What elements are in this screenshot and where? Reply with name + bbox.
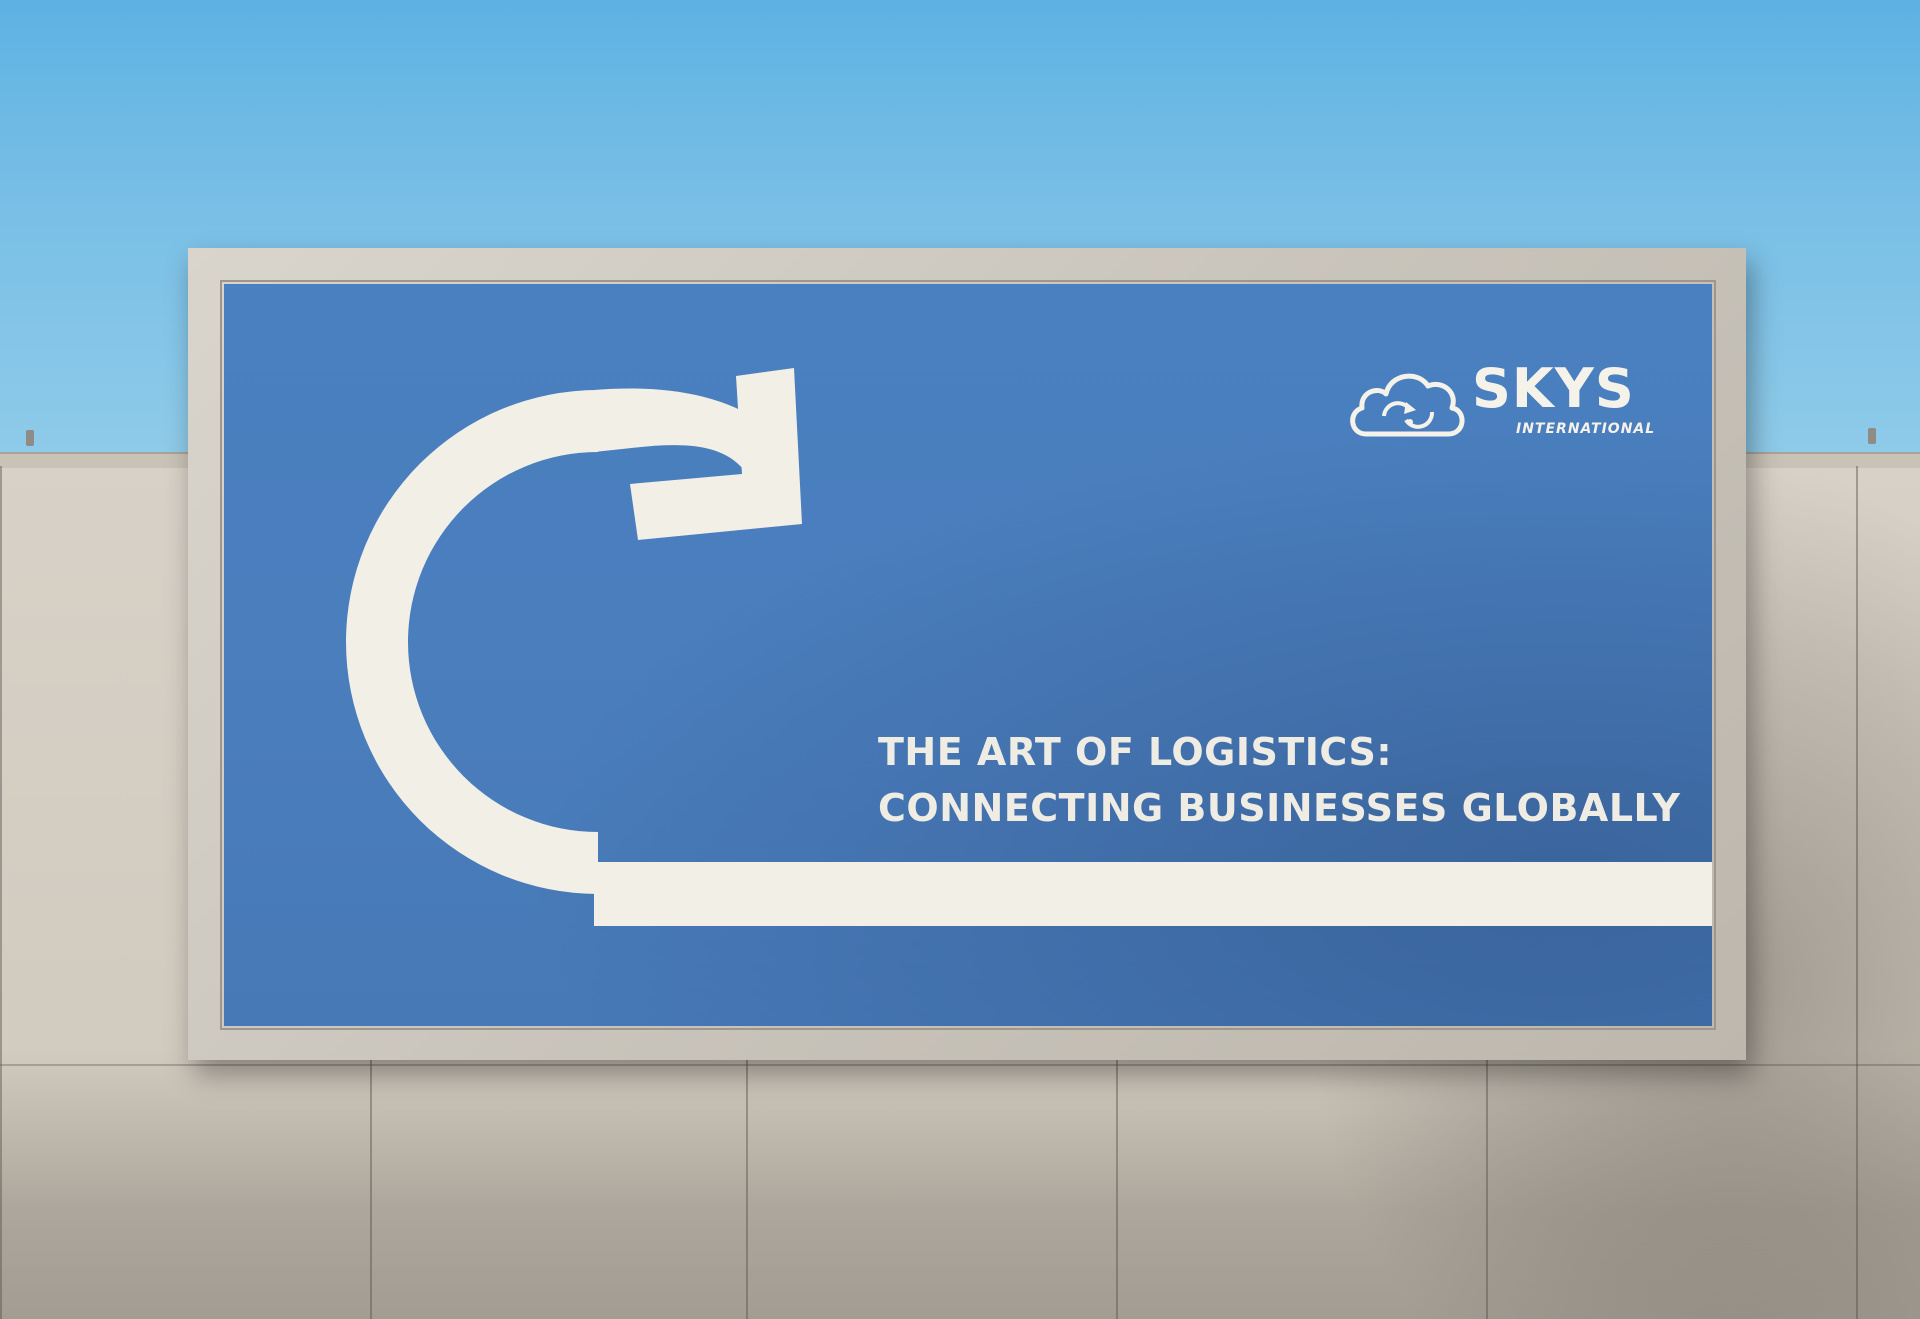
billboard-panel: SKYS INTERNATIONAL THE ART OF LOGISTICS:…: [224, 284, 1712, 1026]
arrow-curve-upper: [594, 388, 784, 470]
arrow-curve: [346, 390, 598, 894]
wall-panel-seam-horizontal: [0, 1064, 1920, 1066]
brand-logo: SKYS INTERNATIONAL: [1344, 356, 1684, 446]
curved-arrow-icon: [346, 368, 1712, 926]
ground-shadow: [0, 1050, 1920, 1319]
cloud-with-circular-arrows-icon: [1350, 373, 1465, 437]
arrow-tail-bar: [594, 862, 1712, 926]
wall-panel-seam: [0, 466, 2, 1319]
brand-name: SKYS: [1472, 357, 1635, 420]
wall-panel-seam: [1856, 466, 1858, 1319]
arrow-head: [630, 368, 802, 540]
headline-line-1: THE ART OF LOGISTICS:: [878, 730, 1393, 774]
roof-bolt: [26, 430, 34, 446]
brand-subtitle: INTERNATIONAL: [1516, 421, 1656, 437]
headline-line-2: CONNECTING BUSINESSES GLOBALLY: [878, 786, 1681, 830]
billboard-headline: THE ART OF LOGISTICS: CONNECTING BUSINES…: [878, 724, 1698, 836]
roof-bolt: [1868, 428, 1876, 444]
